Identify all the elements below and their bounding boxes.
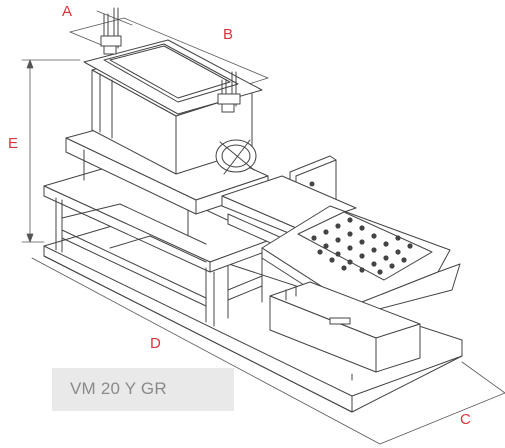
dimension-label-a: A	[62, 3, 73, 20]
dimension-label-d: D	[150, 335, 161, 352]
model-name: VM 20 Y GR	[70, 379, 167, 398]
vibrator-base	[269, 281, 421, 381]
table-frame	[43, 165, 271, 327]
vibrating-tray	[261, 205, 461, 317]
dimension-label-b: B	[223, 26, 234, 43]
dimension-label-e: E	[8, 135, 19, 152]
tray-holes	[311, 217, 413, 275]
hopper-block	[65, 7, 269, 237]
dimension-label-c: C	[460, 411, 471, 428]
model-label-box: VM 20 Y GR	[52, 368, 234, 411]
dimension-lines	[21, 10, 505, 445]
